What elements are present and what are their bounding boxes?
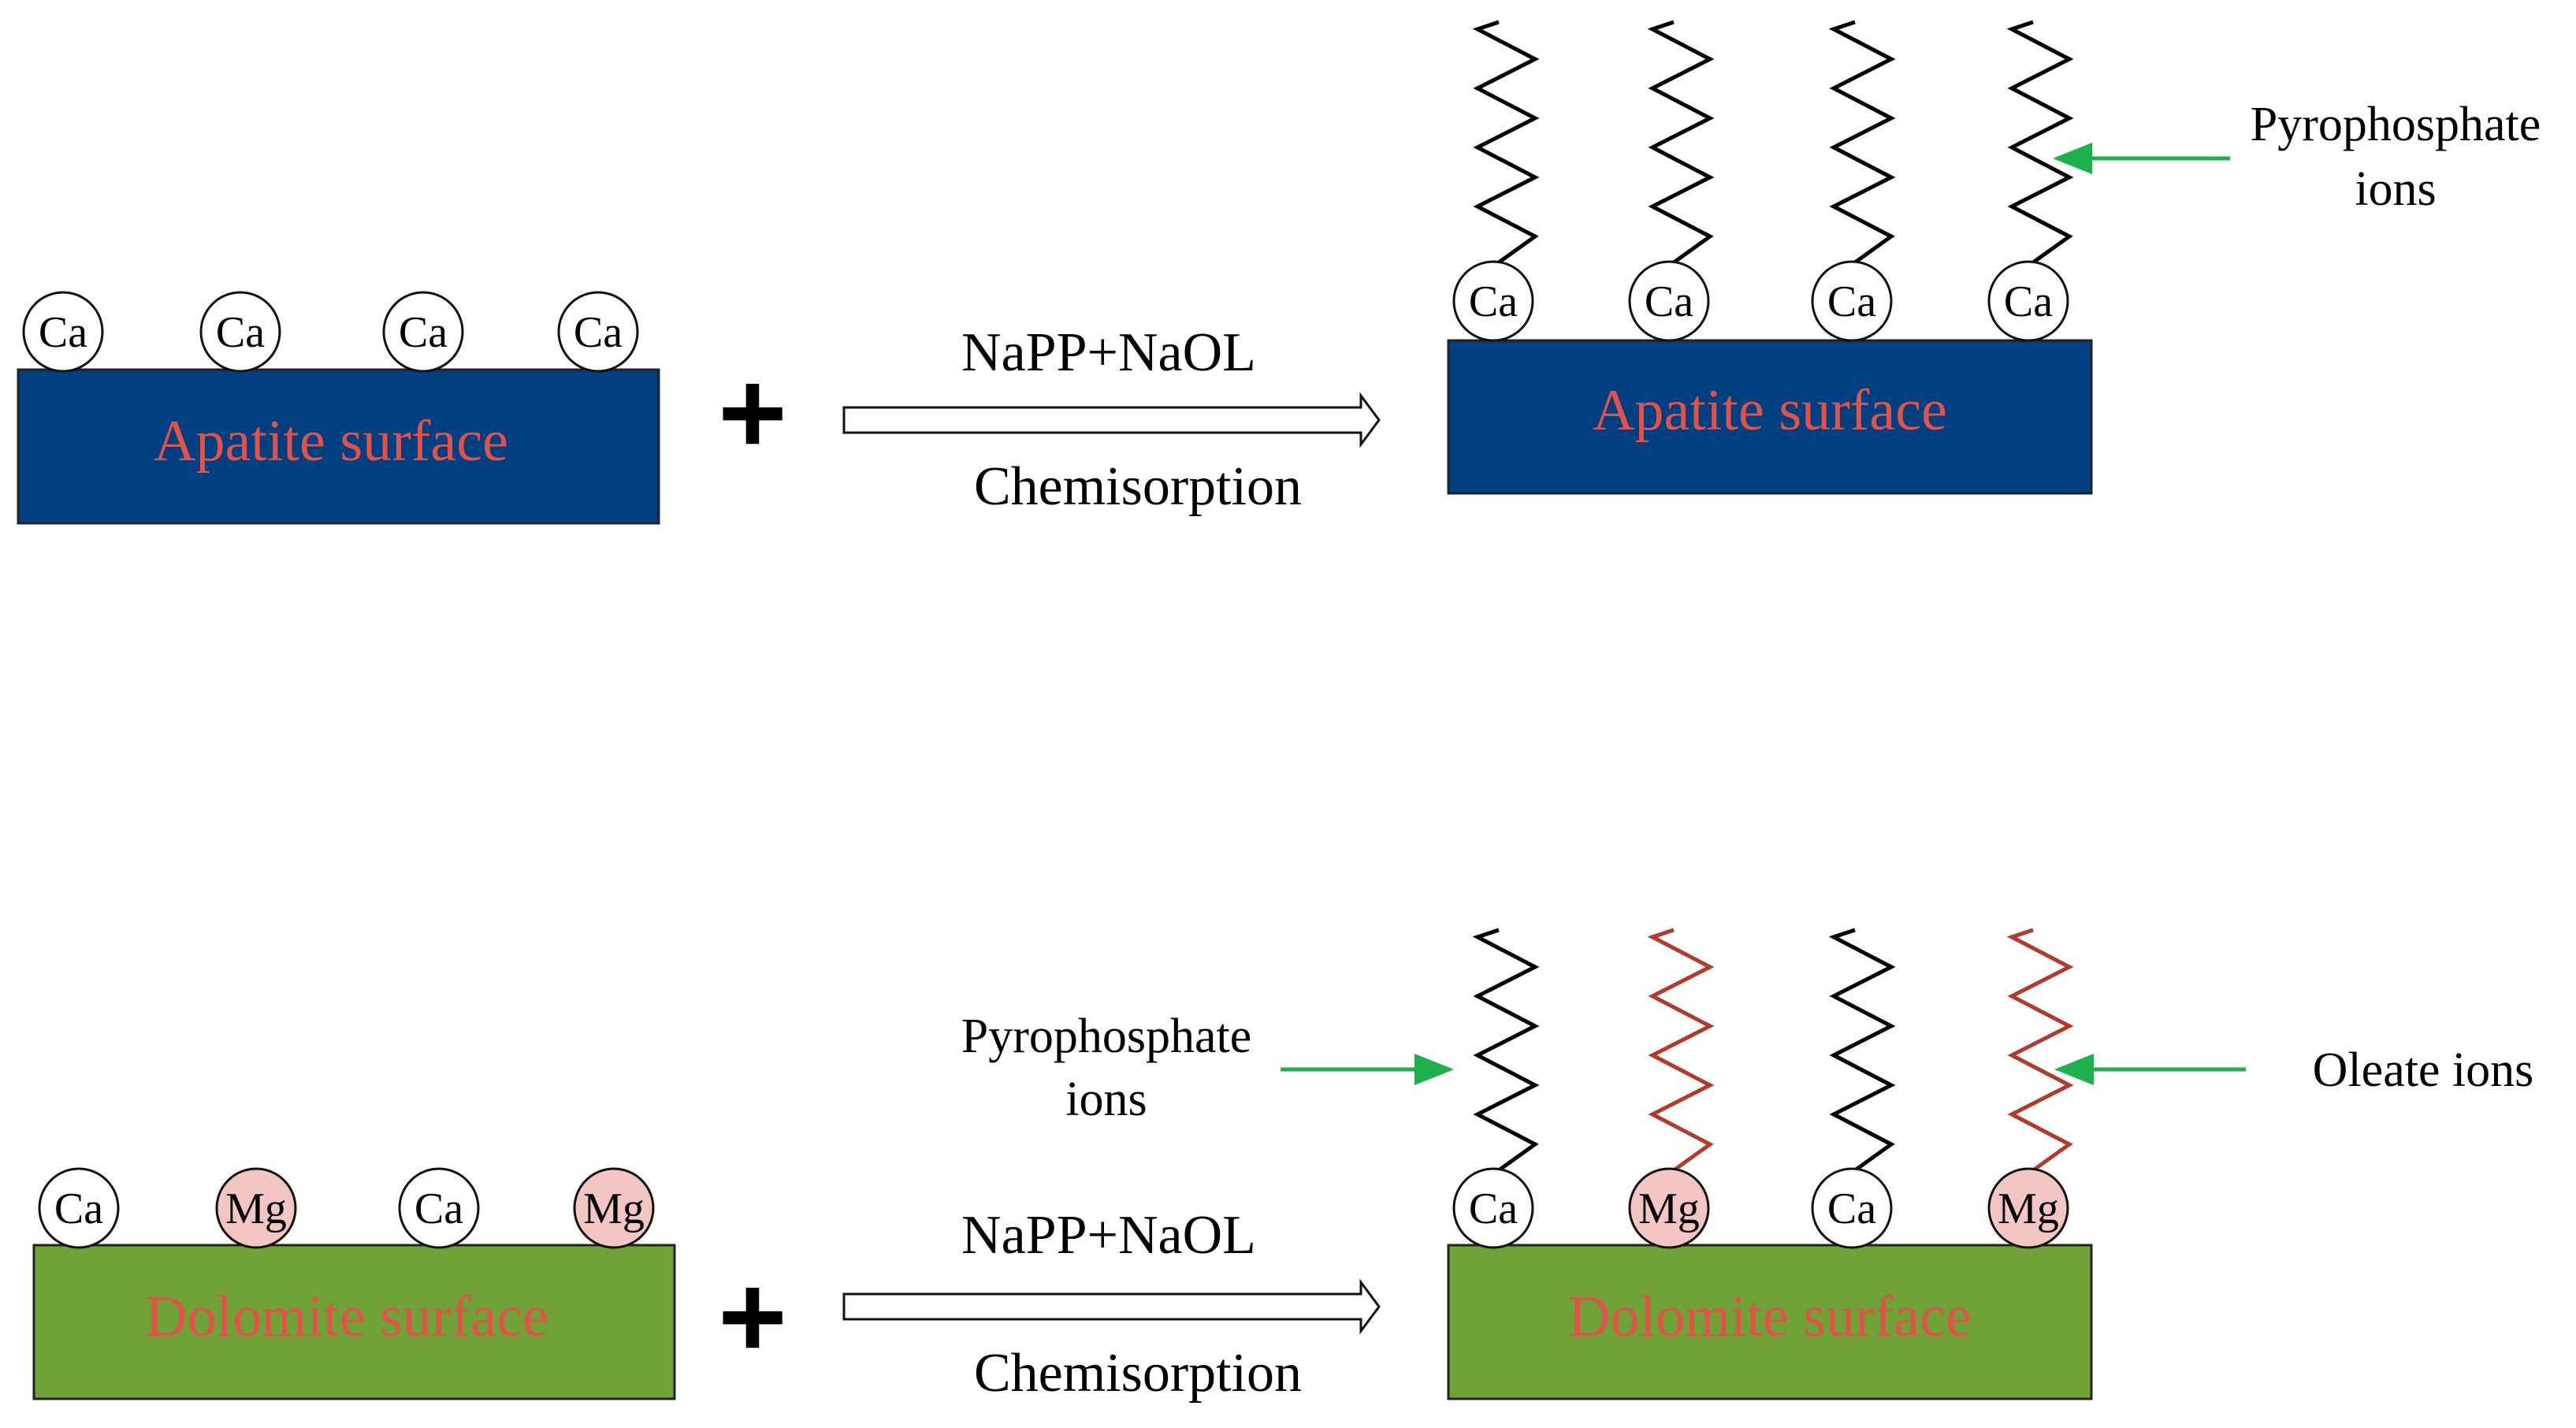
ion-label: Mg — [583, 1184, 645, 1233]
annotation-line1: Pyrophosphate — [961, 1010, 1252, 1063]
ion-ca: Ca — [398, 1167, 480, 1249]
pyrophosphate-chain — [1647, 20, 1715, 265]
oleate-chain — [1647, 928, 1715, 1173]
ion-label: Mg — [225, 1184, 287, 1233]
hollow-arrow-bottom — [842, 1278, 1381, 1335]
ion-label: Ca — [414, 1184, 463, 1233]
ion-ca: Ca — [38, 1167, 120, 1249]
ion-ca: Ca — [382, 291, 464, 373]
annotation-line2: ions — [2355, 162, 2436, 216]
pyrophosphate-chain — [1472, 20, 1540, 265]
ion-label: Ca — [2004, 277, 2053, 326]
pyrophosphate-chain — [1828, 20, 1896, 265]
ion-label: Ca — [1827, 1184, 1876, 1233]
ion-label: Mg — [1998, 1184, 2059, 1233]
pyrophosphate-annotation-bottom: Pyrophosphate ions — [961, 1010, 1454, 1126]
apatite-surface-after — [1447, 339, 2093, 495]
top-row: Apatite surface Ca Ca Ca Ca + NaPP+NaOL — [17, 20, 2541, 525]
ion-ca: Ca — [22, 291, 104, 373]
ion-label: Ca — [1827, 277, 1876, 326]
ion-ca: Ca — [199, 291, 281, 373]
ion-mg: Mg — [573, 1167, 655, 1249]
bottom-row: Dolomite surface Ca Mg Ca Mg + NaPP+NaOL — [32, 928, 2534, 1404]
dolomite-surface-before-label: Dolomite surface — [145, 1285, 548, 1349]
ion-label: Mg — [1638, 1184, 1700, 1233]
ion-mg: Mg — [1628, 1167, 1710, 1249]
apatite-before-group: Apatite surface Ca Ca Ca Ca — [17, 291, 660, 525]
dolomite-before-group: Dolomite surface Ca Mg Ca Mg — [32, 1167, 676, 1400]
dolomite-surface-after — [1447, 1244, 2093, 1400]
process-label-top: Chemisorption — [974, 456, 1302, 517]
ion-label: Ca — [1469, 277, 1518, 326]
reaction-arrow-top: NaPP+NaOL Chemisorption — [842, 322, 1381, 517]
ion-label: Ca — [216, 308, 265, 357]
pyrophosphate-annotation-top: Pyrophosphate ions — [2053, 98, 2541, 216]
reaction-arrow-bottom: NaPP+NaOL Chemisorption — [842, 1205, 1381, 1404]
dolomite-surface-after-label: Dolomite surface — [1568, 1285, 1972, 1349]
annotation-line1: Pyrophosphate — [2251, 98, 2541, 151]
ion-label: Ca — [1645, 277, 1693, 326]
ion-ca: Ca — [557, 291, 639, 373]
ion-ca: Ca — [1811, 260, 1893, 342]
annotation-label: Oleate ions — [2313, 1043, 2534, 1097]
ion-label: Ca — [574, 308, 623, 357]
apatite-surface-before-label: Apatite surface — [154, 409, 508, 474]
pyrophosphate-chain — [2006, 20, 2074, 265]
ion-mg: Mg — [215, 1167, 297, 1249]
apatite-after-group: Apatite surface Ca Ca Ca Ca — [1447, 20, 2093, 495]
ion-ca: Ca — [1628, 260, 1710, 342]
oleate-chain — [2006, 928, 2074, 1173]
ion-ca: Ca — [1452, 260, 1534, 342]
apatite-surface-after-label: Apatite surface — [1593, 378, 1947, 443]
plus-sign-top: + — [718, 346, 787, 478]
dolomite-after-group: Dolomite surface Ca Mg Ca Mg — [1447, 928, 2093, 1400]
oleate-annotation: Oleate ions — [2054, 1043, 2534, 1097]
reagent-label-top: NaPP+NaOL — [961, 322, 1256, 383]
pyrophosphate-chain — [1472, 928, 1540, 1173]
plus-sign-bottom: + — [718, 1250, 787, 1382]
dolomite-surface-before — [32, 1244, 676, 1400]
ion-label: Ca — [54, 1184, 103, 1233]
ion-ca: Ca — [1811, 1167, 1893, 1249]
annotation-line2: ions — [1065, 1073, 1147, 1126]
ion-label: Ca — [39, 308, 87, 357]
pyrophosphate-chain — [1828, 928, 1896, 1173]
ion-mg: Mg — [1987, 1167, 2069, 1249]
ion-label: Ca — [1469, 1184, 1518, 1233]
ion-ca: Ca — [1452, 1167, 1534, 1249]
apatite-surface-before — [17, 368, 660, 525]
reagent-label-bottom: NaPP+NaOL — [961, 1205, 1256, 1266]
ion-label: Ca — [399, 308, 448, 357]
ion-ca: Ca — [1987, 260, 2069, 342]
process-label-bottom: Chemisorption — [974, 1343, 1302, 1404]
hollow-arrow-top — [842, 392, 1381, 448]
